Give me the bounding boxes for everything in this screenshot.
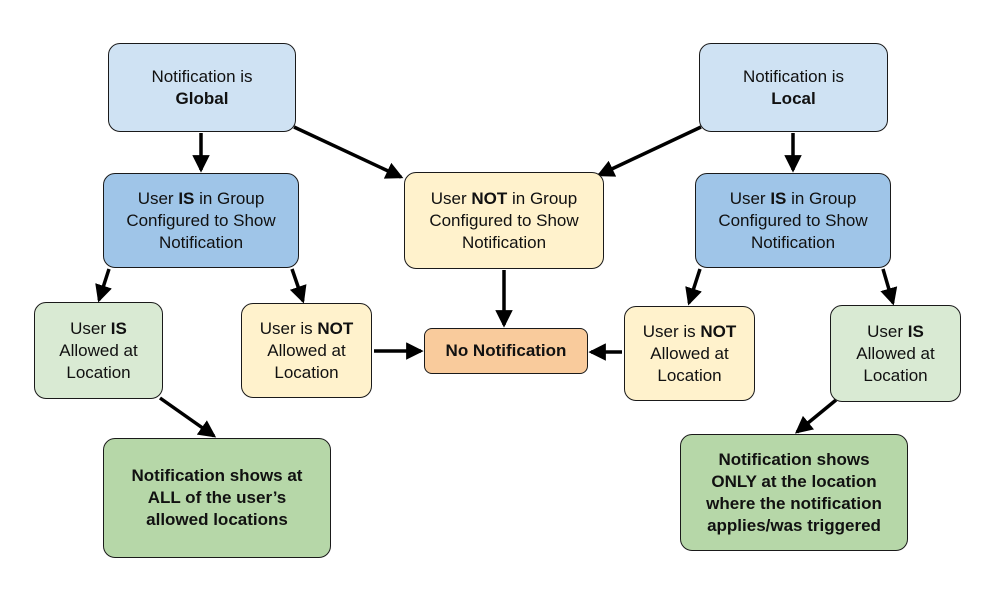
text-segment: User <box>70 318 111 338</box>
node-text-line: where the notification <box>706 493 882 515</box>
bold-text: IS <box>178 188 195 208</box>
text-segment: in Group <box>507 188 578 208</box>
arrow-group-right-to-allowed <box>880 268 898 306</box>
node-text-line: Notification <box>159 232 243 254</box>
node-text-line: allowed locations <box>146 509 288 531</box>
arrow-group-right-to-not-allowed <box>685 268 702 306</box>
bold-text: NOT <box>317 318 354 338</box>
text-segment: Location <box>863 365 928 385</box>
bold-text: applies/was triggered <box>707 515 881 535</box>
node-text-line: Configured to Show <box>718 210 867 232</box>
arrow-group-left-to-not-allowed <box>289 268 307 304</box>
node-text-line: Location <box>863 365 927 387</box>
node-text-line: No Notification <box>446 340 567 362</box>
bold-text: ALL of the user’s <box>147 488 287 507</box>
text-segment: Allowed at <box>59 340 138 360</box>
text-segment: in Group <box>786 188 857 208</box>
node-text-line: Configured to Show <box>429 210 578 232</box>
node-text-line: applies/was triggered <box>707 515 881 537</box>
bold-text: Notification shows <box>718 449 870 469</box>
node-text-line: ALL of the user’s <box>148 487 287 509</box>
text-segment: Notification is <box>151 66 253 86</box>
text-segment: Notification is <box>742 66 845 86</box>
node-text-line: User is NOT <box>260 318 354 340</box>
text-segment: Location <box>274 362 339 382</box>
text-segment: Configured to Show <box>126 210 276 230</box>
node-text-line: Notification shows <box>718 449 869 471</box>
text-segment: Allowed at <box>267 340 346 360</box>
node-text-line: Notification is <box>743 66 844 88</box>
node-no-notification: No Notification <box>424 328 588 374</box>
node-text-line: User IS <box>867 321 924 343</box>
bold-text: ONLY at the location <box>711 471 877 491</box>
text-segment: Allowed at <box>856 343 935 363</box>
node-text-line: Notification <box>462 232 546 254</box>
arrow-allowed-right-to-shows-only <box>794 398 838 434</box>
node-text-line: User IS in Group <box>730 188 857 210</box>
arrow-global-to-user-not-in-group <box>293 125 404 179</box>
arrow-allowed-left-to-shows-all <box>158 396 217 438</box>
node-text-line: Local <box>771 88 815 110</box>
bold-text: where the notification <box>706 493 882 513</box>
bold-text: Global <box>175 88 229 108</box>
bold-text: IS <box>770 188 787 208</box>
node-text-line: Allowed at <box>267 340 345 362</box>
node-text-line: User is NOT <box>643 321 737 343</box>
text-segment: Notification <box>158 232 244 252</box>
node-text-line: Location <box>657 365 721 387</box>
text-segment: Location <box>657 365 722 385</box>
node-text-line: Allowed at <box>650 343 728 365</box>
text-segment: User <box>867 321 908 341</box>
bold-text: Local <box>771 88 816 108</box>
node-text-line: Configured to Show <box>126 210 275 232</box>
node-text-line: User IS in Group <box>138 188 265 210</box>
text-segment: Allowed at <box>650 343 729 363</box>
text-segment: User is <box>259 318 318 338</box>
arrow-local-to-user-not-in-group <box>596 125 702 177</box>
text-segment: Configured to Show <box>429 210 579 230</box>
bold-text: allowed locations <box>146 510 288 529</box>
node-text-line: Global <box>176 88 229 110</box>
bold-text: IS <box>110 318 127 338</box>
node-text-line: Location <box>274 362 338 384</box>
node-text-line: User NOT in Group <box>431 188 577 210</box>
node-text-line: Notification shows at <box>132 465 303 487</box>
node-shows-all-locations: Notification shows at ALL of the user’s al… <box>103 438 331 558</box>
node-text-line: Allowed at <box>856 343 934 365</box>
bold-text: NOT <box>471 188 508 208</box>
bold-text: NOT <box>700 321 737 341</box>
text-segment: User <box>729 188 771 208</box>
bold-text: Notification shows at <box>131 466 303 485</box>
text-segment: Notification <box>750 232 836 252</box>
node-text-line: ONLY at the location <box>711 471 876 493</box>
node-text-line: Notification is <box>151 66 252 88</box>
text-segment: User <box>137 188 179 208</box>
node-text-line: User IS <box>70 318 127 340</box>
node-text-line: Location <box>66 362 130 384</box>
text-segment: Location <box>66 362 131 382</box>
node-text-line: Allowed at <box>59 340 137 362</box>
bold-text: IS <box>907 321 924 341</box>
bold-text: No Notification <box>445 341 567 360</box>
text-segment: User <box>430 188 472 208</box>
text-segment: in Group <box>194 188 265 208</box>
arrow-group-left-to-allowed <box>95 268 112 303</box>
node-text-line: Notification <box>751 232 835 254</box>
text-segment: User is <box>642 321 701 341</box>
text-segment: Configured to Show <box>718 210 868 230</box>
text-segment: Notification <box>461 232 547 252</box>
